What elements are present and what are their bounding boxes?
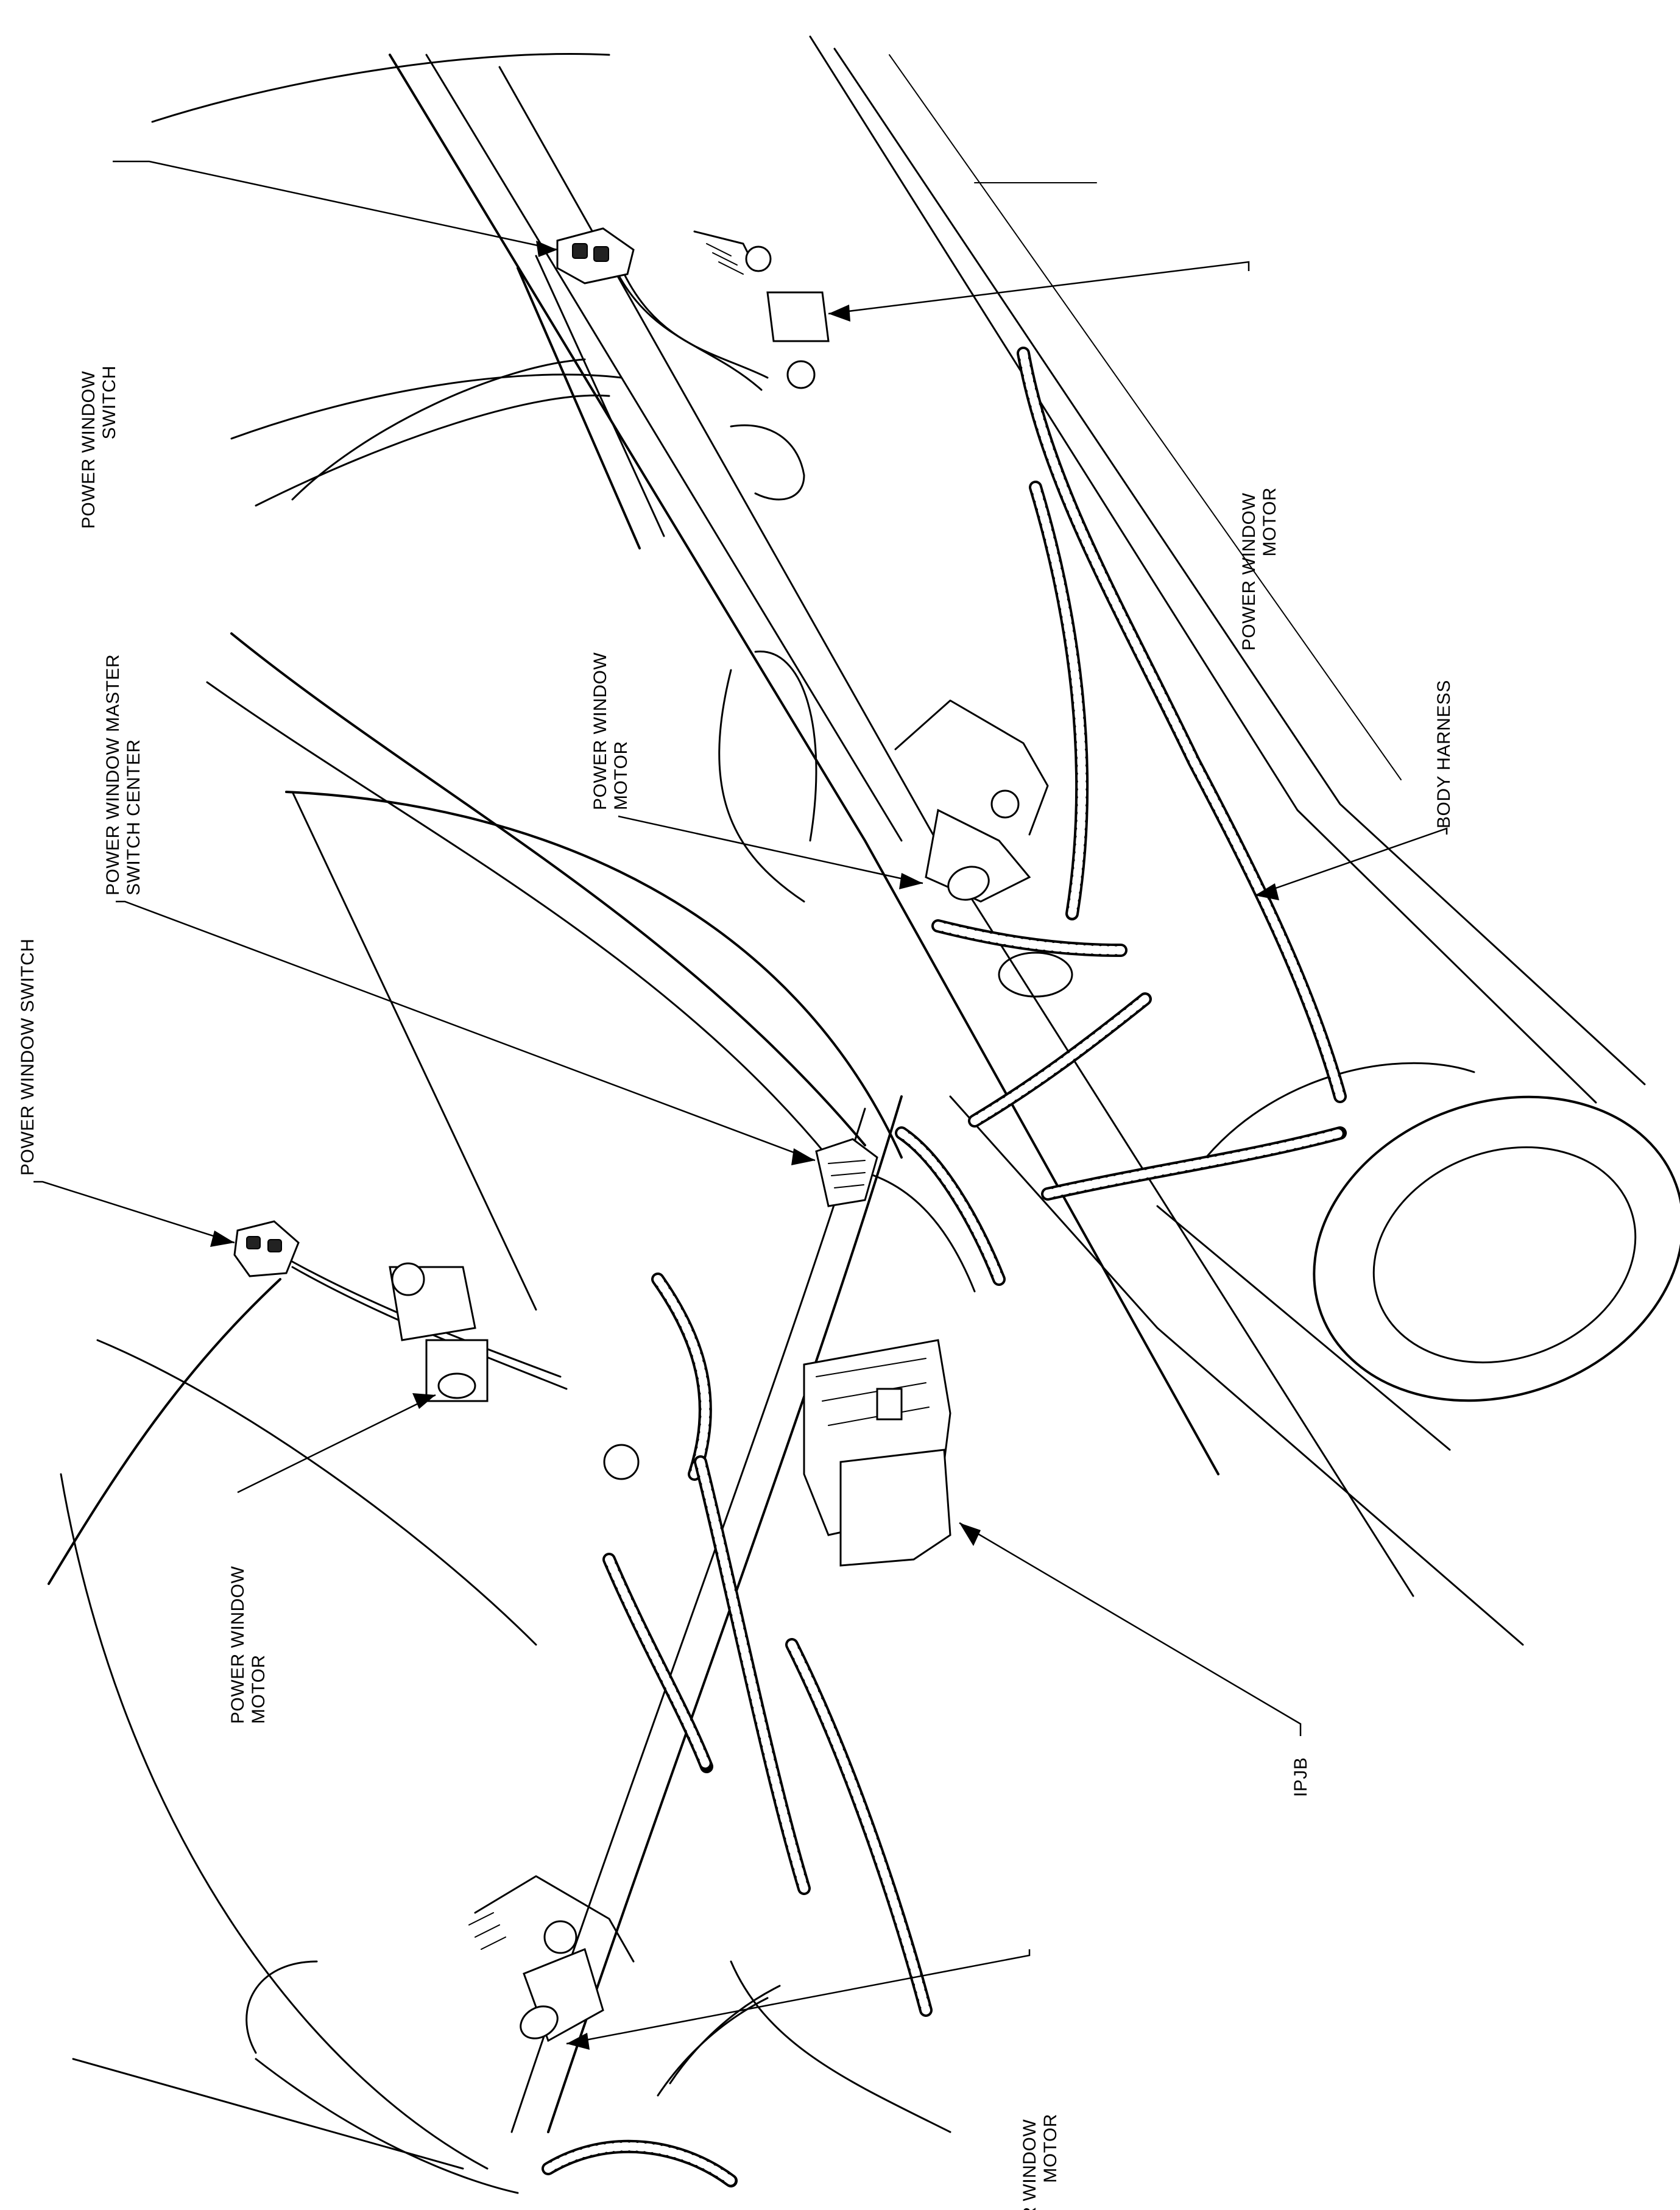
leader-switch-rear-right [113, 160, 558, 257]
power-window-master-switch-center [815, 1138, 878, 1207]
leader-motor-left [237, 1393, 436, 1494]
label-master-switch: POWER WINDOW MASTER SWITCH CENTER [103, 649, 144, 895]
label-motor-bottom: POWER WINDOW MOTOR [1020, 2114, 1061, 2210]
label-switch-rear-right: POWER WINDOW SWITCH [79, 365, 119, 529]
body-harness [542, 347, 1347, 2187]
label-ipjb: IPJB [1291, 1757, 1311, 1797]
power-window-switch-rear-right [556, 227, 635, 284]
leader-master-switch [116, 900, 816, 1165]
power-window-switch-left [233, 1220, 300, 1277]
leader-switch-left [34, 1181, 235, 1247]
label-motor-left: POWER WINDOW MOTOR [228, 1561, 269, 1724]
label-body-harness: BODY HARNESS [1434, 680, 1454, 828]
leader-ipjb [959, 1522, 1302, 1736]
leader-motor-front-right [618, 815, 923, 889]
label-motor-rear-right: POWER WINDOW MOTOR [1239, 487, 1280, 651]
ipjb-unit [803, 1339, 951, 1567]
label-motor-front-right: POWER WINDOW MOTOR [590, 647, 631, 810]
power-window-motor-bottom [468, 1875, 635, 2042]
callout-labels: POWER WINDOW SWITCH POWER WINDOW MOTOR P… [18, 365, 1454, 2210]
leader-lines [34, 160, 1448, 2050]
power-window-motor-rear-right [693, 230, 830, 389]
wiring-harnesses [279, 255, 1347, 2187]
power-window-motor-left [389, 1262, 640, 1480]
leader-motor-rear-right [828, 261, 1250, 322]
vehicle-body-outline [48, 35, 1680, 2194]
label-switch-left: POWER WINDOW SWITCH [18, 939, 38, 1176]
power-window-motor-front-right [894, 699, 1073, 998]
leader-body-harness [1254, 827, 1448, 900]
leader-motor-bottom [566, 1949, 1031, 2050]
